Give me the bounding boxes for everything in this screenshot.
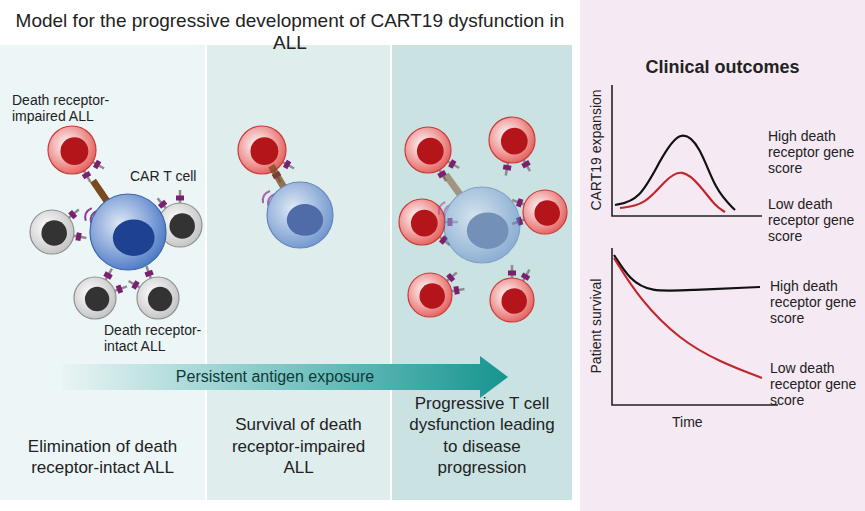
cell-body <box>405 127 451 173</box>
stage-panel: Progressive T cell dysfunction leading t… <box>392 45 572 500</box>
cell-body <box>444 187 520 263</box>
impaired-all-cell <box>490 265 534 322</box>
cell-label: Death receptor-intact ALL <box>104 322 204 354</box>
cell-nucleus <box>169 213 195 239</box>
receptor-mark <box>516 198 523 207</box>
series-label: High death receptor gene score <box>770 278 863 326</box>
panel-ground <box>392 45 572 500</box>
chart-curve <box>614 255 760 291</box>
receptor-mark <box>103 271 112 279</box>
cell-nucleus <box>417 138 444 165</box>
axis-label: CART19 expansion <box>588 89 604 210</box>
series-label: High death receptor gene score <box>768 128 863 176</box>
impaired-all-cell <box>48 126 104 182</box>
panel-caption: Survival of death receptor-impaired ALL <box>221 414 376 478</box>
arrow-shape <box>62 356 508 398</box>
cell-body <box>399 199 445 245</box>
chart-axes <box>612 85 762 216</box>
cell-nucleus <box>287 204 323 236</box>
arrow-band: Persistent antigen exposure <box>62 356 508 398</box>
cell-nucleus <box>113 219 155 255</box>
intact-all-cell <box>30 210 86 254</box>
series-label: Low death receptor gene score <box>770 360 863 408</box>
receptor-mark <box>521 160 530 168</box>
chart-curve <box>614 258 762 378</box>
car-t-cell <box>260 164 333 248</box>
cell-body <box>267 182 333 248</box>
cell-nucleus <box>250 137 278 165</box>
impaired-all-cell <box>405 127 459 181</box>
impaired-all-cell <box>489 117 535 175</box>
receptor-mark <box>116 284 123 293</box>
cell-body <box>137 277 179 319</box>
cell-body <box>490 278 534 322</box>
tcr-mark <box>437 201 445 215</box>
diagram-title: Model for the progressive development of… <box>0 10 580 54</box>
outcome-panel: Clinical outcomes <box>580 52 865 492</box>
cell-nucleus <box>501 288 527 314</box>
series-label: Low death receptor gene score <box>768 196 863 244</box>
receptor-mark <box>448 159 456 168</box>
cell-nucleus <box>85 287 109 311</box>
cell-body <box>30 210 74 254</box>
cell-nucleus <box>411 210 438 237</box>
series-label: Time <box>672 414 703 430</box>
receptor-mark <box>521 272 530 280</box>
receptor-mark <box>176 196 184 201</box>
cell-body <box>90 194 166 270</box>
cell-nucleus <box>534 200 560 226</box>
cell-nucleus <box>148 287 172 311</box>
receptor-mark <box>503 164 512 170</box>
cell-body <box>48 126 96 174</box>
cell-body <box>408 273 452 317</box>
cell-body <box>238 126 286 174</box>
cell-label: Death receptor-impaired ALL <box>12 92 142 124</box>
impaired-all-cell <box>408 273 464 317</box>
panel-caption: Progressive T cell dysfunction leading t… <box>406 393 558 478</box>
panel-ground <box>580 0 865 511</box>
chart-curve <box>620 173 725 212</box>
cell-body <box>523 190 567 234</box>
cell-label: CAR T cell <box>130 168 220 184</box>
cell-nucleus <box>41 220 67 246</box>
receptor-mark <box>131 280 139 289</box>
arrow-label: Persistent antigen exposure <box>176 367 374 387</box>
receptor-mark <box>144 270 153 277</box>
panel-ground <box>0 45 205 500</box>
intact-all-cell <box>129 266 179 319</box>
panel-ground <box>207 45 390 500</box>
cell-body <box>489 117 535 163</box>
panel-heading: Clinical outcomes <box>645 56 799 79</box>
intact-all-cell <box>74 269 127 319</box>
axis-label: Patient survival <box>588 279 604 374</box>
receptor-mark <box>82 171 91 179</box>
cell-nucleus <box>60 137 88 165</box>
chart-curve <box>615 136 735 210</box>
panel-caption: Elimination of death receptor-intact ALL <box>14 436 191 479</box>
receptor-mark <box>508 271 516 276</box>
cell-nucleus <box>467 212 509 248</box>
stage-panel: Survival of death receptor-impaired ALL <box>207 45 390 500</box>
impaired-all-cell <box>238 126 294 182</box>
car-t-cell <box>437 173 520 263</box>
car-t-cell <box>83 179 166 270</box>
chart-axes <box>612 248 778 405</box>
cell-nucleus <box>419 283 445 309</box>
receptor-mark <box>283 160 291 169</box>
receptor-mark <box>93 160 101 169</box>
cell-body <box>74 277 116 319</box>
receptor-mark <box>75 232 81 241</box>
receptor-mark <box>453 286 459 295</box>
tcr-mark <box>83 207 92 221</box>
cell-nucleus <box>501 128 528 155</box>
tcr-mark <box>260 189 270 203</box>
